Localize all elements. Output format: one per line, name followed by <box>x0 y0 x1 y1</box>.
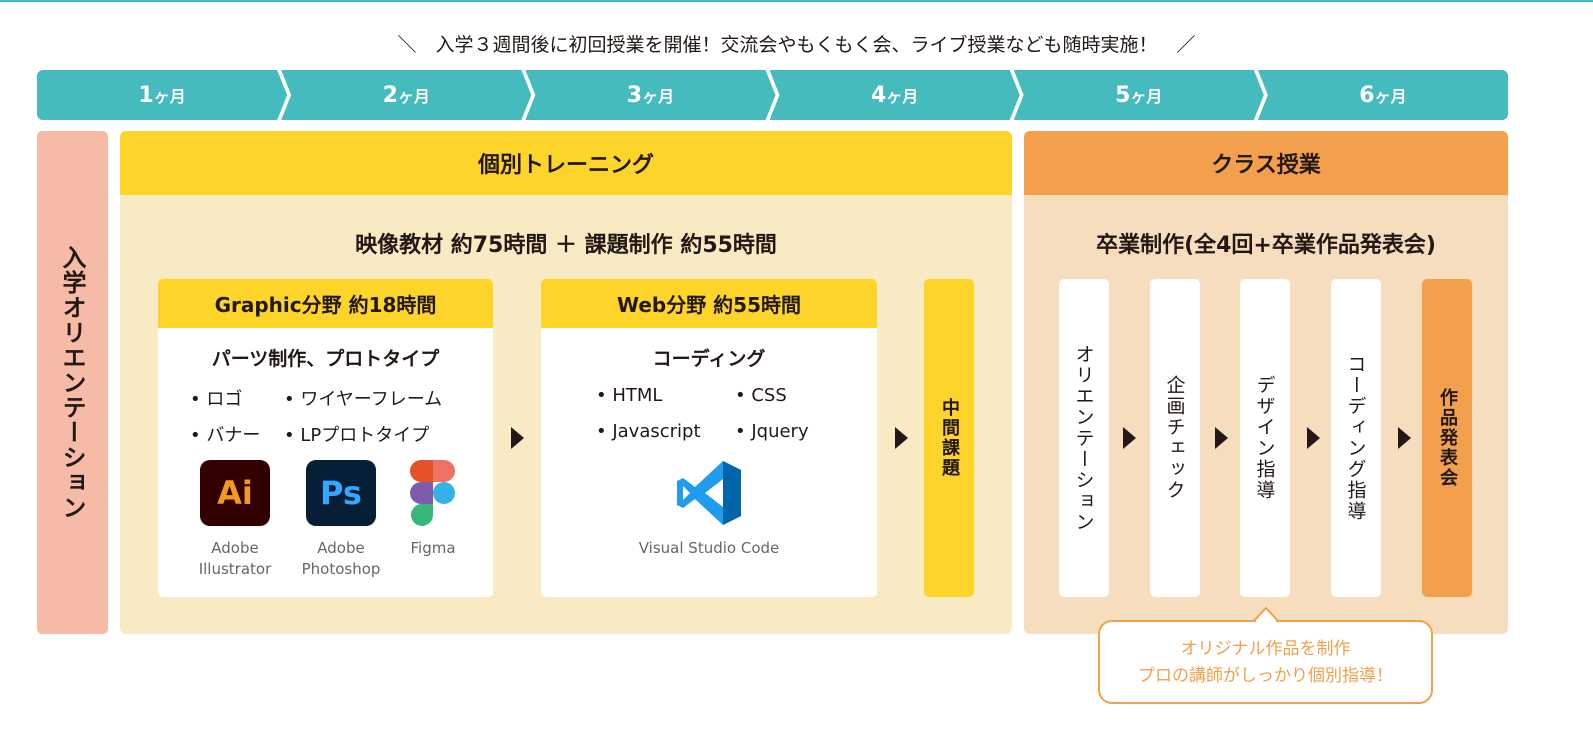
month-num: 1 <box>138 82 154 108</box>
web-card: Web分野 約55時間 コーディング • HTML • CSS • Javasc… <box>541 279 877 597</box>
callout: オリジナル作品を制作 プロの講師がしっかり個別指導！ <box>1098 620 1433 704</box>
figma-icon <box>410 460 455 526</box>
graphic-subtitle: パーツ制作、プロトタイプ <box>211 348 440 370</box>
step-design-guidance: デザイン指導 <box>1240 279 1290 597</box>
app-label-line: Adobe <box>211 539 259 557</box>
list-item: • バナー <box>190 425 261 446</box>
illustrator-icon: Ai <box>200 460 270 526</box>
graphic-card: Graphic分野 約18時間 パーツ制作、プロトタイプ • ロゴ • ワイヤー… <box>158 279 493 597</box>
month-unit: ヶ月 <box>1374 87 1407 106</box>
list-item: • Javascript <box>596 421 701 442</box>
training-panel: 個別トレーニング 映像教材 約75時間 ＋ 課題制作 約55時間 Graphic… <box>120 131 1012 634</box>
month-unit: ヶ月 <box>642 87 675 106</box>
web-subtitle: コーディング <box>652 348 766 370</box>
arrow-icon <box>1123 427 1136 449</box>
app-label-line: Photoshop <box>301 560 381 578</box>
month-num: 6 <box>1359 82 1375 108</box>
arrow-icon <box>511 427 524 449</box>
list-item: • CSS <box>735 385 787 406</box>
graphic-title: Graphic分野 約18時間 <box>158 279 493 328</box>
month-num: 3 <box>626 82 643 108</box>
callout-pointer-join <box>1256 620 1276 623</box>
list-item: • HTML <box>596 385 663 406</box>
class-panel: クラス授業 卒業制作(全4回+卒業作品発表会) オリエンテーション 企画チェック… <box>1024 131 1508 634</box>
top-divider <box>0 0 1593 2</box>
list-item: • LPプロトタイプ <box>284 425 430 446</box>
list-item: • ワイヤーフレーム <box>284 389 443 410</box>
web-title: Web分野 約55時間 <box>541 279 877 328</box>
subtitle: ＼ 入学３週間後に初回授業を開催！交流会やもくもく会、ライブ授業なども随時実施！… <box>397 34 1196 56</box>
month-num: 5 <box>1115 82 1131 108</box>
list-item: • ロゴ <box>190 389 243 410</box>
training-summary: 映像教材 約75時間 ＋ 課題制作 約55時間 <box>355 233 777 258</box>
callout-line: プロの講師がしっかり個別指導！ <box>1138 666 1393 686</box>
month-unit: ヶ月 <box>886 87 919 106</box>
list-item: • Jquery <box>735 421 809 442</box>
arrow-icon <box>1307 427 1320 449</box>
month-num: 2 <box>382 82 398 108</box>
vscode-label: Visual Studio Code <box>638 539 780 557</box>
callout-line: オリジナル作品を制作 <box>1180 639 1351 659</box>
orientation-column: 入学オリエンテーション <box>37 131 108 634</box>
photoshop-icon: Ps <box>306 460 376 526</box>
callout-pointer <box>1253 606 1279 623</box>
arrow-icon <box>895 427 908 449</box>
arrow-icon <box>1215 427 1228 449</box>
month-num: 4 <box>870 82 887 108</box>
month-unit: ヶ月 <box>1130 87 1163 106</box>
midterm-card: 中間課題 <box>924 279 974 597</box>
step-coding-guidance: コーディング指導 <box>1331 279 1381 597</box>
step-orientation: オリエンテーション <box>1059 279 1109 597</box>
month-unit: ヶ月 <box>153 87 186 106</box>
app-label-line: Adobe <box>317 539 365 557</box>
vscode-icon <box>677 461 741 525</box>
figma-label: Figma <box>410 539 456 557</box>
class-summary: 卒業制作(全4回+卒業作品発表会) <box>1096 233 1436 258</box>
arrow-icon <box>1398 427 1411 449</box>
training-title: 個別トレーニング <box>120 131 1012 195</box>
month-unit: ヶ月 <box>397 87 430 106</box>
step-presentation: 作品発表会 <box>1422 279 1472 597</box>
step-planning-check: 企画チェック <box>1150 279 1200 597</box>
class-title: クラス授業 <box>1024 131 1508 195</box>
app-label-line: Illustrator <box>198 560 272 578</box>
